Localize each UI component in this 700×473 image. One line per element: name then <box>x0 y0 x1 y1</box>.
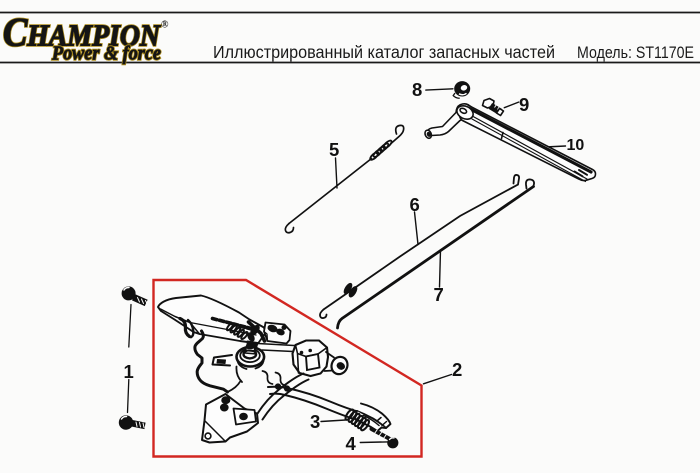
svg-text:Power & force: Power & force <box>51 43 161 65</box>
svg-text:1: 1 <box>124 361 134 382</box>
svg-text:2: 2 <box>452 359 462 380</box>
svg-text:7: 7 <box>434 284 444 305</box>
svg-text:9: 9 <box>519 94 529 115</box>
svg-text:5: 5 <box>329 139 339 160</box>
svg-text:Иллюстрированный каталог запас: Иллюстрированный каталог запасных частей <box>213 42 555 62</box>
svg-text:Модель: ST1170E: Модель: ST1170E <box>577 44 694 62</box>
svg-text:10: 10 <box>567 137 585 154</box>
svg-text:4: 4 <box>346 433 357 454</box>
svg-text:®: ® <box>161 20 169 31</box>
svg-text:8: 8 <box>412 79 422 100</box>
svg-text:3: 3 <box>310 411 320 432</box>
svg-text:Power & force: Power & force <box>51 43 161 65</box>
svg-text:6: 6 <box>410 194 420 215</box>
